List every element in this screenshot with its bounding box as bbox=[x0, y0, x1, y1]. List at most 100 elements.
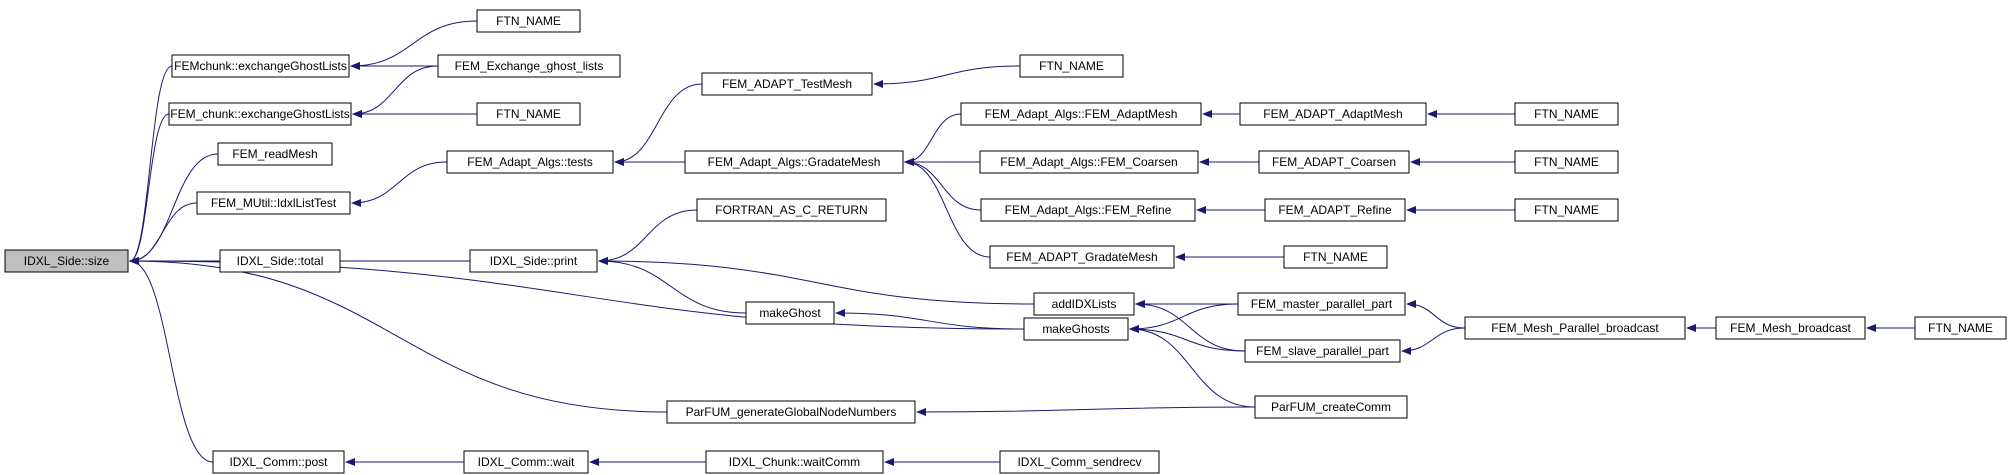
node-makeghost[interactable]: makeGhost bbox=[745, 301, 835, 325]
node-adapt[interactable]: FEM_ADAPT_AdaptMesh bbox=[1239, 102, 1427, 126]
node-box-ftn5[interactable] bbox=[1514, 150, 1619, 174]
node-label-ftn6: FTN_NAME bbox=[1534, 203, 1599, 217]
node-box-ftn2[interactable] bbox=[476, 102, 581, 126]
node-box-slave[interactable] bbox=[1244, 339, 1401, 363]
node-label-tests: FEM_Adapt_Algs::tests bbox=[467, 155, 592, 169]
node-box-fem_ex[interactable] bbox=[437, 54, 621, 78]
node-box-refine[interactable] bbox=[1264, 198, 1406, 222]
node-label-chunk_wait: IDXL_Chunk::waitComm bbox=[729, 455, 860, 469]
edge-slave-to-addidx bbox=[1135, 300, 1246, 352]
node-box-print[interactable] bbox=[469, 249, 598, 273]
node-box-chunk_wait[interactable] bbox=[705, 450, 884, 474]
node-ftn1[interactable]: FTN_NAME bbox=[476, 9, 581, 33]
node-label-ftn5: FTN_NAME bbox=[1534, 155, 1599, 169]
node-box-createcomm[interactable] bbox=[1254, 395, 1408, 419]
node-box-femc_ex[interactable] bbox=[168, 102, 352, 126]
node-box-gradate[interactable] bbox=[684, 150, 904, 174]
node-box-ftn7[interactable] bbox=[1283, 245, 1388, 269]
node-ftn3[interactable]: FTN_NAME bbox=[1019, 54, 1124, 78]
node-box-mpb[interactable] bbox=[1464, 316, 1686, 340]
node-sendrecv[interactable]: IDXL_Comm_sendrecv bbox=[999, 450, 1160, 474]
node-aa_refine[interactable]: FEM_Adapt_Algs::FEM_Refine bbox=[980, 198, 1196, 222]
node-label-fem_ex: FEM_Exchange_ghost_lists bbox=[455, 59, 604, 73]
node-aa_coarsen[interactable]: FEM_Adapt_Algs::FEM_Coarsen bbox=[979, 150, 1199, 174]
node-label-ftn3: FTN_NAME bbox=[1039, 59, 1104, 73]
node-readmesh[interactable]: FEM_readMesh bbox=[217, 142, 333, 166]
node-box-comm_wait[interactable] bbox=[463, 450, 589, 474]
node-box-fc_ex[interactable] bbox=[171, 54, 350, 78]
node-master[interactable]: FEM_master_parallel_part bbox=[1237, 292, 1406, 316]
node-box-comm_post[interactable] bbox=[212, 450, 345, 474]
node-box-tests[interactable] bbox=[446, 150, 614, 174]
node-box-ftn1[interactable] bbox=[476, 9, 581, 33]
edge-aa_adapt-to-gradate bbox=[904, 113, 962, 166]
node-box-addidx[interactable] bbox=[1033, 292, 1135, 316]
node-box-mutil[interactable] bbox=[196, 191, 351, 215]
node-ftn2[interactable]: FTN_NAME bbox=[476, 102, 581, 126]
node-box-ftn8[interactable] bbox=[1914, 316, 2007, 340]
node-box-aa_coarsen[interactable] bbox=[979, 150, 1199, 174]
node-label-ftn7: FTN_NAME bbox=[1303, 250, 1368, 264]
node-parfum_gen[interactable]: ParFUM_generateGlobalNodeNumbers bbox=[666, 400, 916, 424]
node-addidx[interactable]: addIDXLists bbox=[1033, 292, 1135, 316]
node-mpb[interactable]: FEM_Mesh_Parallel_broadcast bbox=[1464, 316, 1686, 340]
node-root[interactable]: IDXL_Side::size bbox=[4, 249, 129, 273]
node-box-makeghost[interactable] bbox=[745, 301, 835, 325]
node-gradate[interactable]: FEM_Adapt_Algs::GradateMesh bbox=[684, 150, 904, 174]
node-testmesh[interactable]: FEM_ADAPT_TestMesh bbox=[701, 72, 873, 96]
node-box-testmesh[interactable] bbox=[701, 72, 873, 96]
node-tests[interactable]: FEM_Adapt_Algs::tests bbox=[446, 150, 614, 174]
node-box-master[interactable] bbox=[1237, 292, 1406, 316]
node-box-aa_refine[interactable] bbox=[980, 198, 1196, 222]
node-comm_post[interactable]: IDXL_Comm::post bbox=[212, 450, 345, 474]
node-coarsen[interactable]: FEM_ADAPT_Coarsen bbox=[1258, 150, 1410, 174]
node-label-createcomm: ParFUM_createComm bbox=[1271, 400, 1391, 414]
node-box-mb[interactable] bbox=[1715, 316, 1866, 340]
node-fem_ex[interactable]: FEM_Exchange_ghost_lists bbox=[437, 54, 621, 78]
node-ftn6[interactable]: FTN_NAME bbox=[1514, 198, 1619, 222]
node-box-adapt_gradate[interactable] bbox=[989, 245, 1175, 269]
node-refine[interactable]: FEM_ADAPT_Refine bbox=[1264, 198, 1406, 222]
edge-ftn3-to-testmesh bbox=[873, 65, 1021, 88]
node-fc_ex[interactable]: FEMchunk::exchangeGhostLists bbox=[171, 54, 350, 78]
edge-mpb-to-slave bbox=[1401, 327, 1466, 355]
node-box-adapt[interactable] bbox=[1239, 102, 1427, 126]
edge-mutil-to-root bbox=[129, 202, 198, 265]
node-mb[interactable]: FEM_Mesh_broadcast bbox=[1715, 316, 1866, 340]
node-box-coarsen[interactable] bbox=[1258, 150, 1410, 174]
node-box-ftn4[interactable] bbox=[1514, 102, 1619, 126]
node-label-ftn1: FTN_NAME bbox=[496, 14, 561, 28]
node-fortran[interactable]: FORTRAN_AS_C_RETURN bbox=[696, 198, 887, 222]
node-ftn5[interactable]: FTN_NAME bbox=[1514, 150, 1619, 174]
node-print[interactable]: IDXL_Side::print bbox=[469, 249, 598, 273]
node-total[interactable]: IDXL_Side::total bbox=[219, 249, 341, 273]
edge-fem_ex-to-femc_ex bbox=[352, 65, 439, 118]
node-box-ftn3[interactable] bbox=[1019, 54, 1124, 78]
node-ftn7[interactable]: FTN_NAME bbox=[1283, 245, 1388, 269]
node-ftn4[interactable]: FTN_NAME bbox=[1514, 102, 1619, 126]
node-slave[interactable]: FEM_slave_parallel_part bbox=[1244, 339, 1401, 363]
node-aa_adapt[interactable]: FEM_Adapt_Algs::FEM_AdaptMesh bbox=[960, 102, 1202, 126]
node-label-adapt_gradate: FEM_ADAPT_GradateMesh bbox=[1006, 250, 1157, 264]
node-box-aa_adapt[interactable] bbox=[960, 102, 1202, 126]
node-label-ftn2: FTN_NAME bbox=[496, 107, 561, 121]
node-makeghosts[interactable]: makeGhosts bbox=[1023, 317, 1129, 341]
node-mutil[interactable]: FEM_MUtil::IdxlListTest bbox=[196, 191, 351, 215]
node-createcomm[interactable]: ParFUM_createComm bbox=[1254, 395, 1408, 419]
node-label-comm_post: IDXL_Comm::post bbox=[229, 455, 328, 469]
node-box-readmesh[interactable] bbox=[217, 142, 333, 166]
node-box-ftn6[interactable] bbox=[1514, 198, 1619, 222]
node-box-total[interactable] bbox=[219, 249, 341, 273]
node-box-parfum_gen[interactable] bbox=[666, 400, 916, 424]
edge-slave-to-makeghosts bbox=[1129, 325, 1246, 352]
node-adapt_gradate[interactable]: FEM_ADAPT_GradateMesh bbox=[989, 245, 1175, 269]
node-label-makeghost: makeGhost bbox=[759, 306, 821, 320]
node-box-sendrecv[interactable] bbox=[999, 450, 1160, 474]
node-box-makeghosts[interactable] bbox=[1023, 317, 1129, 341]
node-chunk_wait[interactable]: IDXL_Chunk::waitComm bbox=[705, 450, 884, 474]
node-comm_wait[interactable]: IDXL_Comm::wait bbox=[463, 450, 589, 474]
node-femc_ex[interactable]: FEM_chunk::exchangeGhostLists bbox=[168, 102, 352, 126]
node-ftn8[interactable]: FTN_NAME bbox=[1914, 316, 2007, 340]
node-box-root[interactable] bbox=[4, 249, 129, 273]
node-box-fortran[interactable] bbox=[696, 198, 887, 222]
